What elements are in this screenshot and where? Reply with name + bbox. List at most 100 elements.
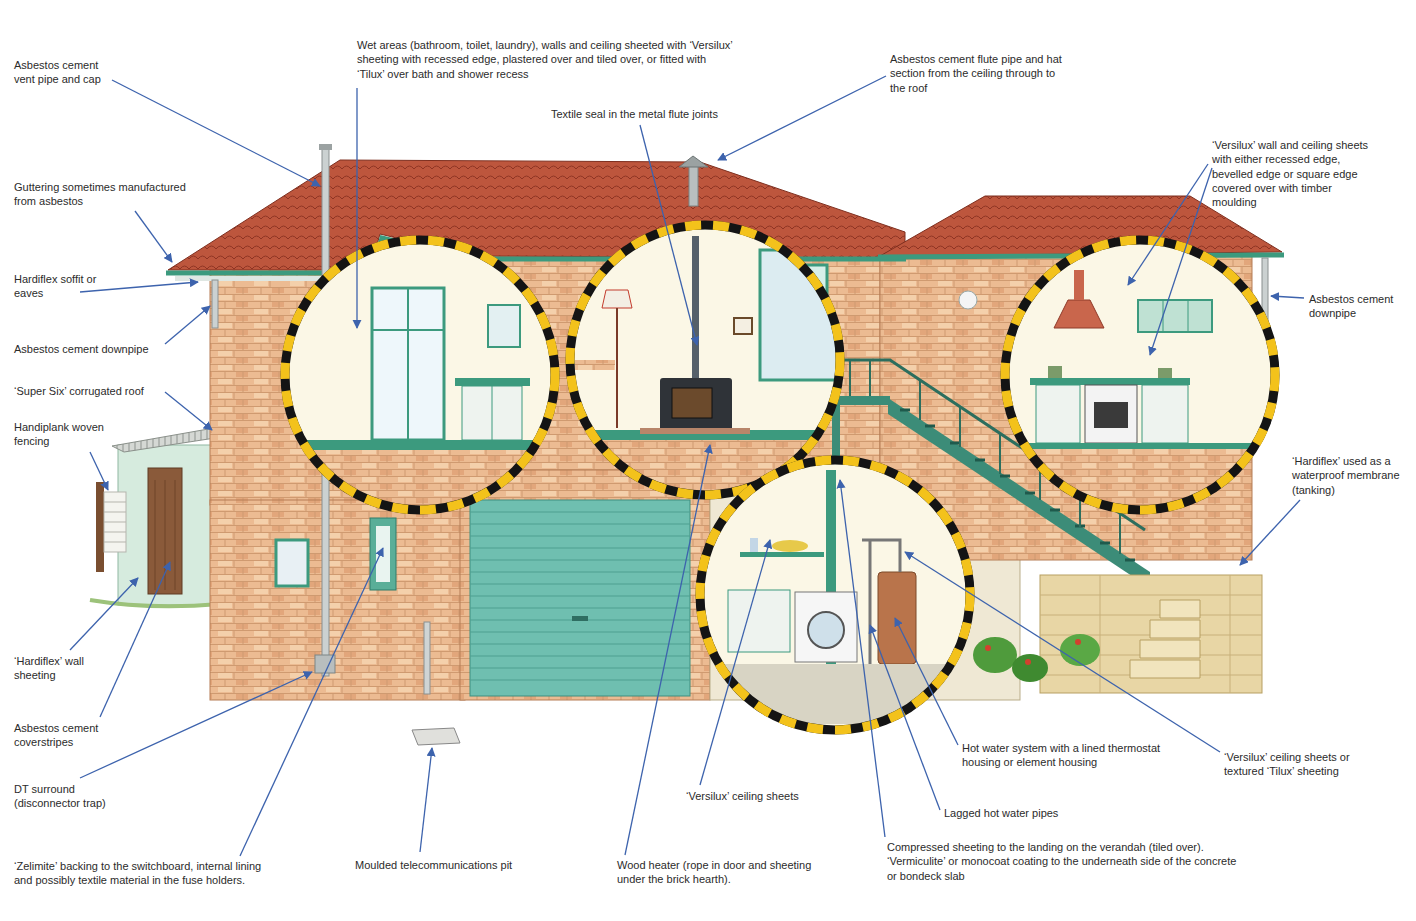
callout-slot: Moulded telecommunications pit: [355, 858, 555, 872]
callout-label: Hot water system with a lined thermostat…: [962, 741, 1190, 770]
woven-fence: [104, 492, 126, 552]
garage-door: [470, 500, 690, 696]
callout-label: Asbestos cement downpipe: [1309, 292, 1405, 321]
leader-line: [905, 552, 1220, 752]
screen-frame: [372, 288, 444, 440]
leader-line: [1128, 164, 1208, 285]
callout-label: ‘Hardiflex’ wall sheeting: [14, 654, 102, 683]
flue-pipe: [689, 166, 698, 206]
hood-flue: [1074, 270, 1084, 300]
lamp-stand: [616, 308, 618, 428]
leader-line: [870, 625, 940, 810]
callout-label: ‘Hardiflex’ used as a waterproof membran…: [1292, 454, 1408, 497]
downpipe: [212, 280, 218, 328]
callout-label: ‘Zelimite’ backing to the switchboard, i…: [14, 859, 276, 888]
oven-door: [1094, 402, 1128, 428]
canister: [1158, 368, 1172, 378]
timber-sleepers: [1040, 575, 1262, 693]
leader-line: [420, 748, 432, 852]
shrub: [1012, 654, 1048, 682]
callout-slot: Wet areas (bathroom, toilet, laundry), w…: [357, 38, 735, 81]
bottle: [750, 538, 758, 552]
leader-lines: [70, 76, 1304, 856]
shed-wall: [118, 445, 223, 605]
shelf: [740, 552, 824, 557]
steps: [1130, 600, 1200, 678]
telecommunications-pit: [412, 728, 460, 745]
brick-sill: [575, 360, 615, 370]
callout-slot: Handiplank woven fencing: [14, 420, 104, 449]
callout-label: Compressed sheeting to the landing on th…: [887, 840, 1249, 883]
vanity-split: [492, 386, 493, 440]
vanity: [462, 386, 522, 440]
circle-border: [285, 240, 555, 510]
leader-line: [165, 306, 210, 344]
callout-label: ‘Super Six’ corrugated roof: [14, 384, 174, 398]
floor-line: [300, 440, 550, 450]
picture: [734, 318, 752, 334]
kitchen-view: [1000, 240, 1280, 518]
circle-border: [1005, 240, 1275, 510]
leader-line: [1150, 168, 1212, 355]
callout-slot: Textile seal in the metal flute joints: [551, 107, 771, 121]
leader-line: [70, 578, 138, 650]
callout-label: DT surround (disconnector trap): [14, 782, 126, 811]
cupboard: [1036, 385, 1080, 443]
callout-slot: ‘Versilux’ ceiling sheets: [686, 789, 846, 803]
washing-machine: [795, 592, 857, 662]
callout-label: Wet areas (bathroom, toilet, laundry), w…: [357, 38, 735, 81]
leader-line: [895, 618, 958, 745]
leader-line: [112, 80, 320, 186]
flue: [692, 236, 699, 382]
grass: [90, 600, 220, 606]
callout-slot: Asbestos cement downpipe: [14, 342, 174, 356]
circle-border: [570, 225, 840, 495]
retaining-wall: [1040, 575, 1262, 693]
brick-wall: [460, 470, 710, 700]
callout-label: Asbestos cement vent pipe and cap: [14, 58, 114, 87]
circle-border: [285, 240, 555, 510]
callout-slot: ‘Zelimite’ backing to the switchboard, i…: [14, 859, 276, 888]
callout-slot: Wood heater (rope in door and sheeting u…: [617, 858, 832, 887]
callout-slot: Lagged hot water pipes: [944, 806, 1104, 820]
vent-cap: [319, 144, 332, 150]
laundry-tub: [728, 590, 790, 652]
heater-door: [672, 388, 712, 418]
leader-line: [1271, 296, 1304, 298]
callout-slot: Asbestos cement flute pipe and hat secti…: [890, 52, 1068, 95]
callout-label: Wood heater (rope in door and sheeting u…: [617, 858, 832, 887]
leader-line: [1240, 500, 1300, 565]
floor-line: [1020, 443, 1270, 449]
vanity-top: [455, 378, 530, 386]
leader-line: [718, 76, 886, 160]
leader-line: [80, 672, 312, 778]
mirror: [488, 305, 520, 347]
callout-label: Handiplank woven fencing: [14, 420, 104, 449]
callout-label: Moulded telecommunications pit: [355, 858, 555, 872]
bathroom-view: [280, 240, 560, 520]
leader-line: [356, 88, 357, 328]
callout-label: Hardiflex soffit or eaves: [14, 272, 104, 301]
callout-label: ‘Versilux’ wall and ceiling sheets with …: [1212, 138, 1376, 209]
callout-label: Lagged hot water pipes: [944, 806, 1104, 820]
leader-line: [640, 125, 697, 345]
switchboard: [370, 518, 396, 590]
leader-line: [700, 540, 770, 785]
callout-slot: Compressed sheeting to the landing on th…: [887, 840, 1249, 883]
circle-border: [700, 460, 970, 730]
flower: [1075, 639, 1081, 645]
brick-hearth: [640, 428, 750, 434]
window: [276, 540, 308, 586]
basin: [772, 540, 808, 552]
circle-border: [700, 460, 970, 730]
callout-label: Guttering sometimes manufactured from as…: [14, 180, 210, 209]
callout-label: ‘Versilux’ ceiling sheets or textured ‘T…: [1224, 750, 1386, 779]
callout-slot: ‘Hardiflex’ used as a waterproof membran…: [1292, 454, 1408, 497]
lamp-shade: [602, 290, 632, 308]
brick-wall: [210, 500, 465, 700]
bench: [1030, 378, 1190, 385]
garage-ribs: [470, 512, 690, 680]
callout-slot: Hardiflex soffit or eaves: [14, 272, 104, 301]
